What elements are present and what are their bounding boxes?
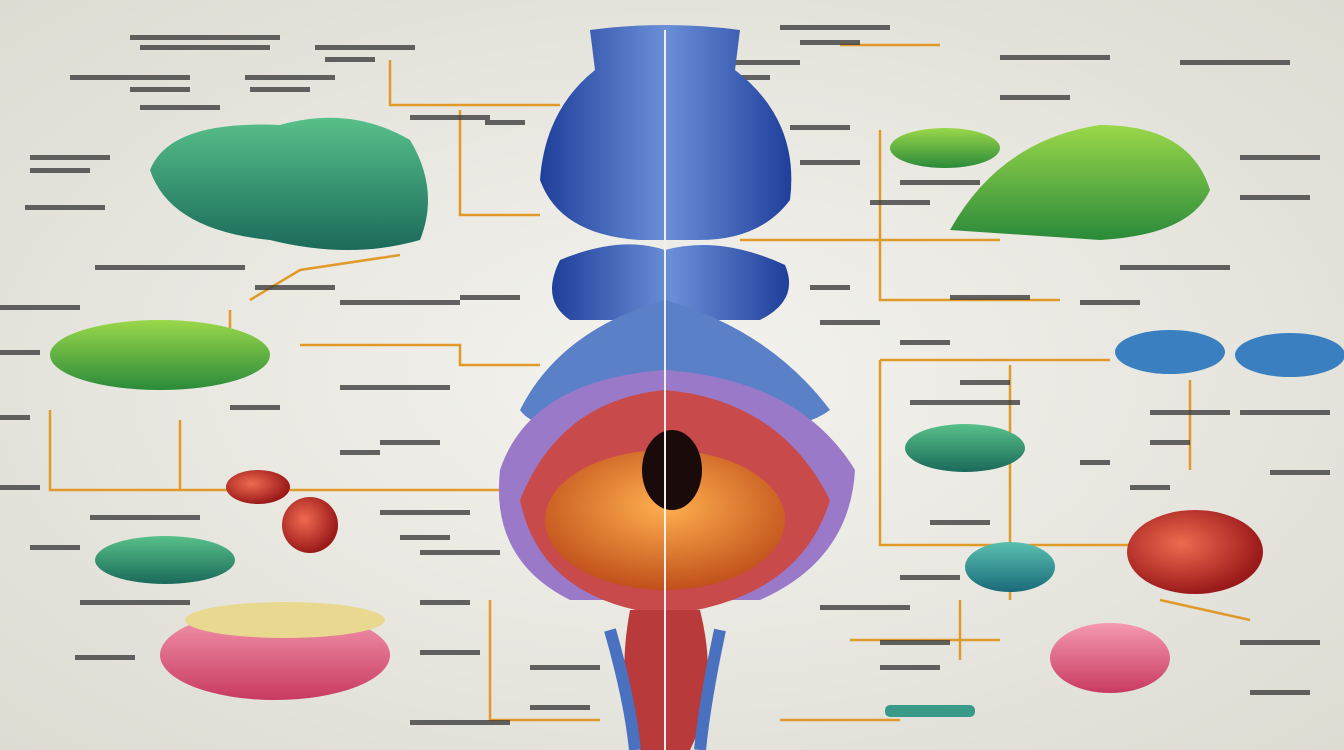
- illegible-label: [1240, 410, 1330, 415]
- illegible-label: [790, 125, 850, 130]
- illegible-label: [315, 45, 415, 50]
- stem-sheath: [604, 628, 726, 750]
- illegible-label: [25, 205, 105, 210]
- illegible-label: [1150, 440, 1190, 445]
- illegible-label: [340, 300, 460, 305]
- illegible-label: [30, 545, 80, 550]
- illegible-label: [1150, 410, 1230, 415]
- green-organ-top-left: [150, 117, 428, 251]
- illegible-label: [910, 400, 1020, 405]
- illegible-label: [1240, 155, 1320, 160]
- dark-cavity: [642, 430, 702, 510]
- illegible-label: [410, 115, 490, 120]
- illegible-label: [720, 75, 770, 80]
- illegible-label: [900, 340, 950, 345]
- illegible-label: [420, 550, 500, 555]
- illegible-label: [420, 650, 480, 655]
- illegible-label: [1180, 60, 1290, 65]
- illegible-label: [325, 57, 375, 62]
- illegible-label: [30, 168, 90, 173]
- illegible-label: [1250, 690, 1310, 695]
- illegible-label: [720, 60, 800, 65]
- connector-line: [300, 343, 540, 367]
- illegible-label: [80, 600, 190, 605]
- illegible-label: [1270, 470, 1330, 475]
- illegible-label: [380, 440, 440, 445]
- illegible-label: [1000, 95, 1070, 100]
- illegible-label: [820, 605, 910, 610]
- illegible-label: [380, 510, 470, 515]
- illegible-label: [950, 295, 1030, 300]
- pink-organ-right: [1050, 623, 1170, 693]
- red-bulb-1: [226, 470, 290, 504]
- illegible-label: [0, 350, 40, 355]
- yellow-cap: [185, 602, 385, 638]
- illegible-label: [880, 640, 950, 645]
- illegible-label: [530, 705, 590, 710]
- illegible-label: [70, 75, 190, 80]
- illegible-label: [900, 180, 980, 185]
- illegible-label: [140, 45, 270, 50]
- illegible-label: [400, 535, 450, 540]
- illegible-label: [960, 380, 1010, 385]
- illegible-label: [1120, 265, 1230, 270]
- illegible-label: [30, 155, 110, 160]
- illegible-label: [1130, 485, 1170, 490]
- illegible-label: [800, 40, 860, 45]
- illegible-label: [420, 600, 470, 605]
- illegible-label: [485, 120, 525, 125]
- illegible-label: [930, 520, 990, 525]
- red-organ-right: [1127, 510, 1263, 594]
- illegible-label: [780, 25, 890, 30]
- illegible-label: [340, 450, 380, 455]
- illegible-label: [90, 515, 200, 520]
- illegible-label: [0, 415, 30, 420]
- connector-line: [458, 110, 540, 217]
- illegible-label: [130, 35, 280, 40]
- lime-organ-left: [50, 320, 270, 390]
- small-teal-instrument: [885, 705, 975, 717]
- illegible-label: [140, 105, 220, 110]
- central-organ: [498, 25, 855, 750]
- illegible-label: [1080, 460, 1110, 465]
- illegible-label: [245, 75, 335, 80]
- illegible-label: [810, 285, 850, 290]
- illegible-label: [0, 485, 40, 490]
- illegible-label: [870, 200, 930, 205]
- illegible-label: [800, 160, 860, 165]
- red-bulb-2: [282, 497, 338, 553]
- illegible-label: [230, 405, 280, 410]
- illegible-label: [130, 87, 190, 92]
- illegible-label: [1080, 300, 1140, 305]
- illegible-label: [530, 665, 600, 670]
- connector-line: [388, 60, 560, 107]
- illegible-label: [880, 665, 940, 670]
- illegible-label: [340, 385, 450, 390]
- illegible-label: [75, 655, 135, 660]
- illegible-label: [900, 575, 960, 580]
- connector-line: [878, 360, 1130, 547]
- blue-organ-right-2: [1235, 333, 1344, 377]
- green-pod-right: [905, 424, 1025, 472]
- illegible-label: [250, 87, 310, 92]
- lower-stem: [624, 610, 708, 750]
- illegible-label: [410, 720, 510, 725]
- illegible-label: [1240, 195, 1310, 200]
- illegible-label: [460, 295, 520, 300]
- illegible-label: [1240, 640, 1320, 645]
- blue-organ-right-1: [1115, 330, 1225, 374]
- annotation-labels: [0, 25, 1330, 725]
- illegible-label: [1000, 55, 1110, 60]
- green-pod-left: [95, 536, 235, 584]
- illegible-label: [255, 285, 335, 290]
- connector-line: [1159, 598, 1251, 622]
- connector-line: [48, 410, 500, 492]
- small-green-organ: [890, 128, 1000, 168]
- illegible-label: [0, 305, 80, 310]
- middle-blue-lobe: [552, 244, 790, 320]
- illegible-label: [95, 265, 245, 270]
- teal-organ: [965, 542, 1055, 592]
- green-organ-top-right: [950, 125, 1210, 240]
- illegible-label: [820, 320, 880, 325]
